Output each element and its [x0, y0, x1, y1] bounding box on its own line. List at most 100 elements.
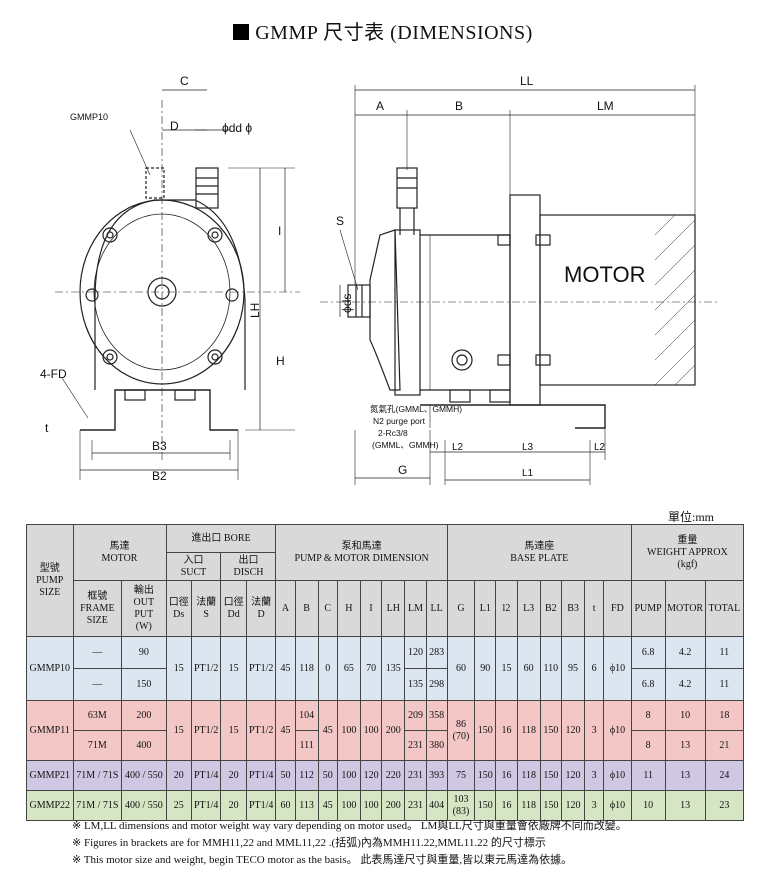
cell-l2: 16 [495, 790, 518, 821]
hdr-weight-text: 重量 WEIGHT APPROX (kgf) [647, 534, 728, 570]
label-c: C [180, 74, 189, 88]
table-row: GMMP10 — 90 15 PT1/2 15 PT1/2 45 118 0 6… [26, 636, 745, 701]
cell-dd: 15 [220, 636, 247, 701]
hdr-b3: B3 [560, 580, 586, 637]
table-row: GMMP21 71M / 71S 400 / 550 20 PT1/4 20 P… [26, 760, 745, 791]
cell-w-total: 23 [704, 790, 745, 821]
cell-dd: 15 [220, 700, 247, 761]
cell-l2: 15 [495, 636, 518, 701]
label-d: D [170, 119, 179, 133]
label-ll: LL [520, 74, 534, 88]
unit-label: 單位:mm [667, 510, 714, 524]
cell-fd: ϕ10 [603, 790, 632, 821]
cell-frame: 71M / 71S [72, 760, 123, 791]
cell-w-pump: 10 [630, 790, 666, 821]
cell-l1: 90 [474, 636, 497, 701]
cell-w-total: 18 [704, 700, 745, 731]
label-a: A [376, 99, 384, 113]
cell-ll: 404 [425, 790, 448, 821]
side-view [320, 85, 720, 485]
label-t: t [45, 421, 49, 435]
label-purge-models: (GMML、GMMH) [372, 440, 439, 450]
cell-b2: 150 [539, 760, 562, 791]
cell-ll: 393 [425, 760, 448, 791]
label-purge-en: N2 purge port [373, 416, 426, 426]
hdr-b: B [294, 580, 319, 637]
cell-fd: ϕ10 [603, 700, 632, 761]
cell-h: 65 [336, 636, 362, 701]
hdr-l1: L1 [474, 580, 497, 637]
hdr-h: H [336, 580, 362, 637]
cell-s: PT1/4 [190, 760, 222, 791]
cell-l3: 118 [516, 700, 541, 761]
cell-l3: 118 [516, 760, 541, 791]
hdr-l2: l2 [495, 580, 518, 637]
hdr-g: G [446, 580, 476, 637]
cell-w-pump: 6.8 [630, 668, 666, 701]
hdr-frame-text: 框號 FRAME SIZE [80, 590, 115, 626]
hdr-b2: B2 [539, 580, 562, 637]
cell-lh: 200 [381, 790, 406, 821]
hdr-suct: 入口 SUCT [165, 552, 222, 581]
cell-output: 400 / 550 [121, 760, 167, 791]
hdr-motor: 馬達 MOTOR [72, 524, 167, 581]
cell-output: 400 / 550 [121, 790, 167, 821]
bolt-icons [85, 227, 239, 365]
cell-model: GMMP22 [26, 790, 74, 821]
hdr-output-text: 輸出 OUT PUT (W) [133, 584, 155, 632]
hdr-l3: L3 [516, 580, 541, 637]
cell-t: 3 [584, 790, 605, 821]
cell-lm: 231 [404, 760, 427, 791]
cell-b2: 110 [539, 636, 562, 701]
label-purge-size: 2-Rc3/8 [378, 428, 408, 438]
cell-l2: 16 [495, 760, 518, 791]
hdr-s: 法蘭 S [190, 580, 222, 637]
cell-lh: 200 [381, 700, 406, 761]
cell-ds: 15 [165, 700, 192, 761]
cell-fd: ϕ10 [603, 636, 632, 701]
cell-l1: 150 [474, 790, 497, 821]
hdr-a: A [275, 580, 296, 637]
cell-ds: 20 [165, 760, 192, 791]
cell-t: 3 [584, 700, 605, 761]
cell-a: 45 [275, 636, 296, 701]
cell-w-total: 24 [704, 760, 745, 791]
cell-model: GMMP10 [26, 636, 74, 701]
cell-s: PT1/4 [190, 790, 222, 821]
cell-b3: 120 [560, 790, 586, 821]
label-purge-cn: 氮氣孔(GMML、GMMH) [370, 404, 462, 414]
cell-w-pump: 8 [630, 730, 666, 761]
hdr-disch: 出口 DISCH [220, 552, 277, 581]
cell-i: 70 [360, 636, 383, 701]
cell-l3: 60 [516, 636, 541, 701]
label-dd: ϕdd ϕ [222, 121, 252, 135]
cell-w-pump: 6.8 [630, 636, 666, 669]
cell-i: 100 [360, 790, 383, 821]
label-s: S [336, 214, 344, 228]
cell-ds: 25 [165, 790, 192, 821]
cell-b3: 120 [560, 760, 586, 791]
cell-w-total: 11 [704, 636, 745, 669]
cell-b: 112 [294, 760, 319, 791]
cell-b: 111 [294, 730, 319, 761]
hdr-pump-motor-text: 泵和馬達 PUMP & MOTOR DIMENSION [294, 540, 429, 564]
hdr-pump-motor: 泵和馬達 PUMP & MOTOR DIMENSION [275, 524, 448, 581]
hdr-bore: 進出口 BORE [165, 524, 277, 553]
label-model: GMMP10 [70, 112, 108, 122]
cell-output: 200 [121, 700, 167, 731]
cell-fd: ϕ10 [603, 760, 632, 791]
table-row: — 150 135 298 6.8 4.2 11 [27, 668, 745, 701]
hdr-ll: LL [425, 580, 448, 637]
cell-a: 45 [275, 700, 296, 761]
cell-frame: 63M [72, 700, 123, 731]
cell-model: GMMP21 [26, 760, 74, 791]
hdr-lm: LM [404, 580, 427, 637]
cell-lm: 120 [404, 636, 427, 669]
cell-w-motor: 13 [664, 760, 706, 791]
hdr-model: 型號 PUMP SIZE [26, 524, 74, 637]
cell-g: 103 (83) [446, 790, 476, 821]
cell-g: 60 [446, 636, 476, 701]
cell-model: GMMP11 [26, 700, 74, 761]
table-row: GMMP11 63M 200 15 PT1/2 15 PT1/2 45 104 … [26, 700, 745, 761]
cell-h: 100 [336, 760, 362, 791]
